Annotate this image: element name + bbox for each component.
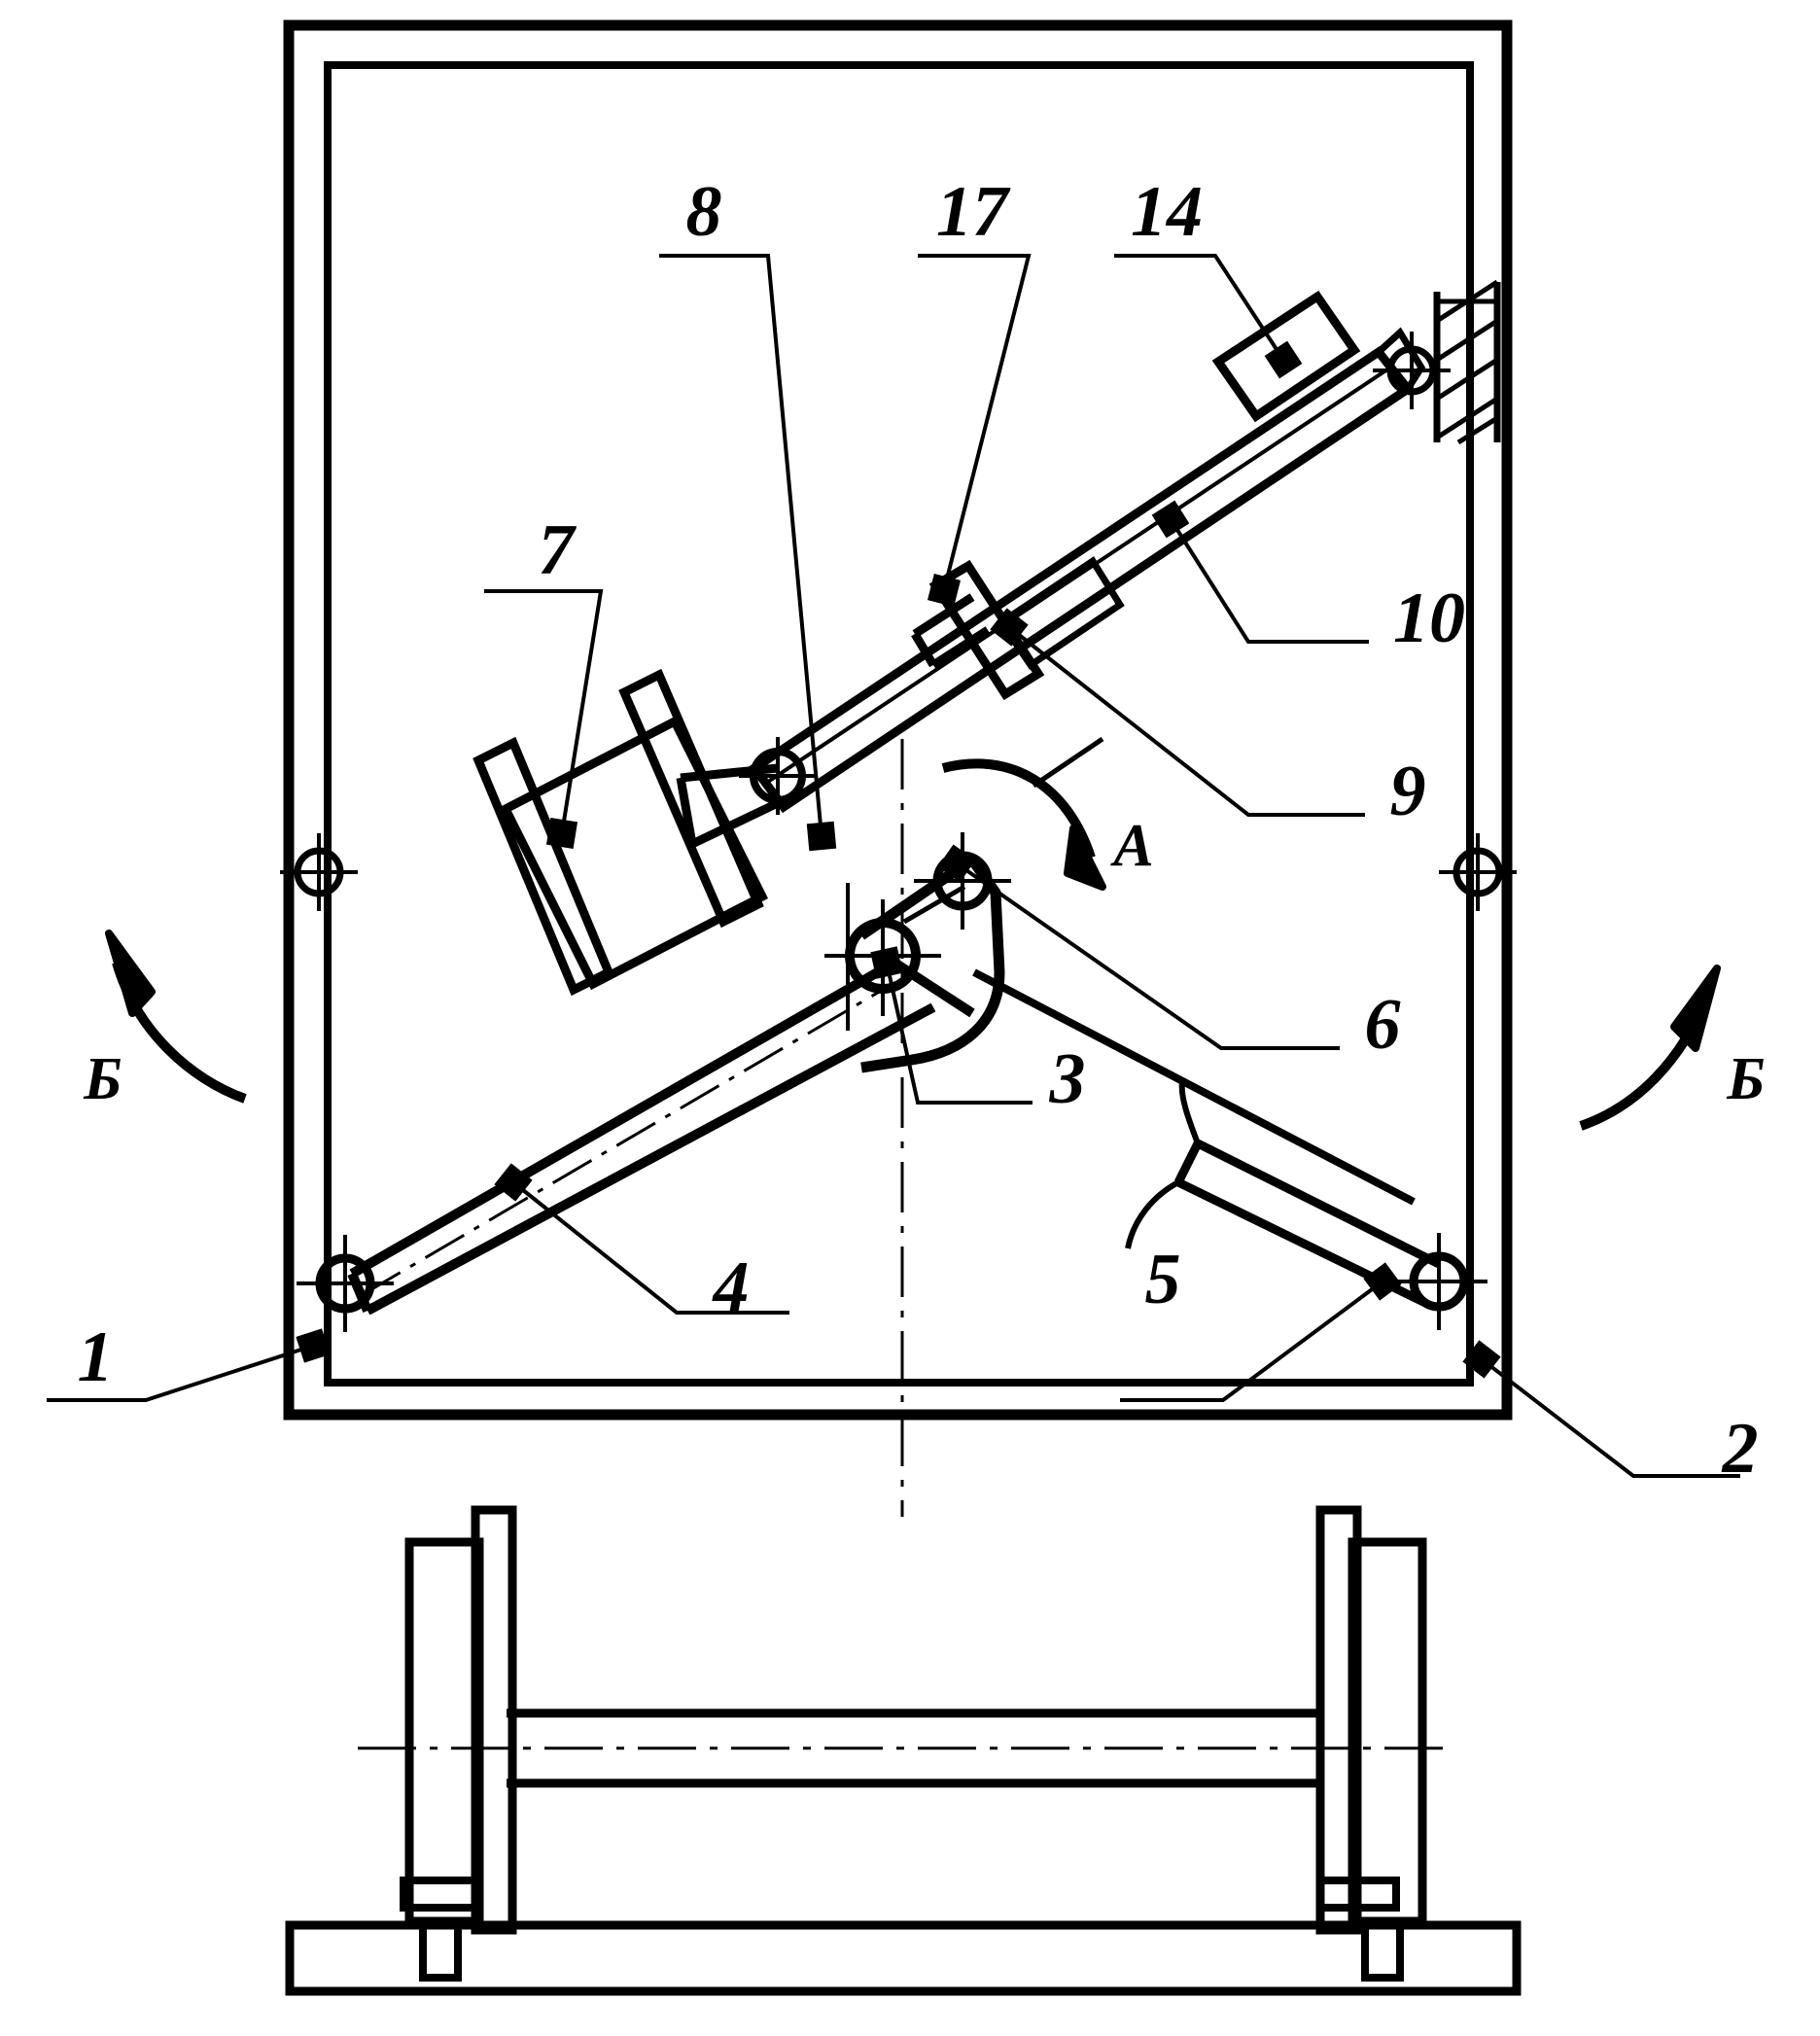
callout-10: 10 — [1393, 579, 1465, 658]
tilt-arrow-right — [1579, 965, 1721, 1131]
inner-frame-rect — [324, 61, 1474, 1387]
callout-5: 5 — [1145, 1240, 1181, 1319]
right-stand — [1315, 1505, 1427, 1982]
slider-block-14 — [1211, 290, 1361, 423]
link-7-to-8 — [676, 763, 782, 849]
callout-B-left: Б — [83, 1046, 122, 1112]
rocker-beam-4 — [347, 958, 975, 1316]
trunnion-right — [1439, 833, 1517, 911]
callout-17: 17 — [936, 172, 1011, 252]
right-foot-stem — [1361, 1917, 1404, 1982]
callout-14: 14 — [1131, 172, 1203, 252]
frame-assembly — [283, 19, 1513, 1421]
crosshair-pivot-icon — [294, 847, 344, 897]
base-plate — [285, 1920, 1522, 1996]
curved-arrow-icon — [941, 736, 1106, 891]
leader-lines — [47, 254, 1740, 1478]
callout-1: 1 — [78, 1317, 114, 1397]
callout-B-right: Б — [1726, 1046, 1765, 1112]
horizontal-shaft — [358, 1708, 1449, 1788]
left-stand — [400, 1505, 517, 1982]
counterweight-block-7 — [472, 668, 769, 997]
tilt-arrow-left — [105, 930, 247, 1104]
callout-4: 4 — [712, 1247, 750, 1327]
left-foot-stem — [419, 1917, 462, 1982]
callout-6: 6 — [1365, 985, 1401, 1065]
crosshair-pivot-icon — [1452, 847, 1503, 897]
cross-slider-17 — [911, 559, 1045, 701]
right-plate — [1315, 1505, 1362, 1935]
outer-frame-rect — [283, 19, 1513, 1421]
section-hatch-icon — [1433, 279, 1501, 445]
callout-8: 8 — [686, 172, 722, 252]
beam-extension — [972, 968, 1416, 1206]
callout-9: 9 — [1390, 752, 1426, 831]
crank-arm-6 — [858, 854, 1005, 1073]
trunnion-left — [280, 833, 358, 911]
left-foot-pad — [400, 1877, 483, 1912]
center-line-icon — [361, 982, 893, 1297]
callout-7: 7 — [539, 510, 578, 590]
left-plate — [471, 1505, 517, 1935]
support-assembly-side-view — [285, 1505, 1522, 1996]
rod-lower-link — [781, 383, 1415, 811]
callout-A: A — [1109, 813, 1153, 879]
rocker-left-pivot — [297, 1235, 394, 1332]
callout-3: 3 — [1049, 1039, 1086, 1119]
strut-right-pivot — [1390, 1233, 1488, 1330]
right-foot-pad — [1316, 1877, 1400, 1912]
callout-2: 2 — [1722, 1409, 1759, 1489]
